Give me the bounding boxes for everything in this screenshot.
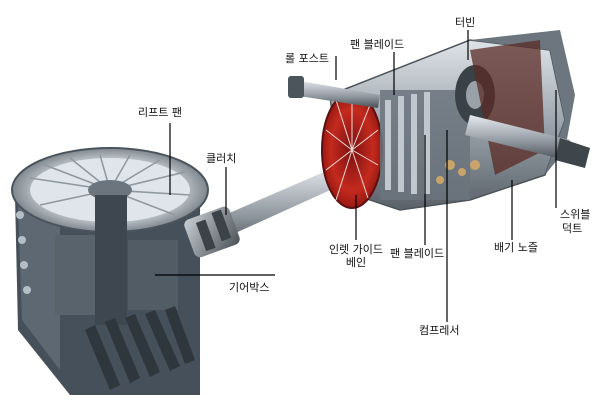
swivel-duct: [465, 115, 590, 168]
label-exhaust-nozzle: 배기 노즐: [494, 241, 538, 254]
label-swivel-duct-1: 스위블: [560, 208, 591, 221]
label-compressor: 컴프레서: [419, 324, 460, 337]
label-inlet-guide-vane-2: 베인: [345, 256, 367, 269]
label-clutch: 클러치: [206, 152, 237, 165]
label-swivel-duct-2: 덕트: [562, 222, 583, 235]
label-turbine: 터빈: [455, 16, 476, 29]
drive-shaft: [184, 165, 348, 258]
label-fan-blade-bottom: 팬 블레이드: [390, 247, 445, 260]
label-inlet-guide-vane-1: 인렛 가이드: [328, 243, 384, 256]
label-lift-fan: 리프트 팬: [138, 106, 182, 119]
label-fan-blade-top: 팬 블레이드: [350, 38, 405, 51]
leader-lines: [155, 30, 557, 322]
roll-post: [288, 76, 380, 108]
lift-fan-assembly: [11, 147, 209, 395]
label-roll-post: 롤 포스트: [285, 52, 329, 65]
main-engine: [321, 30, 575, 211]
label-gearbox: 기어박스: [229, 281, 270, 294]
